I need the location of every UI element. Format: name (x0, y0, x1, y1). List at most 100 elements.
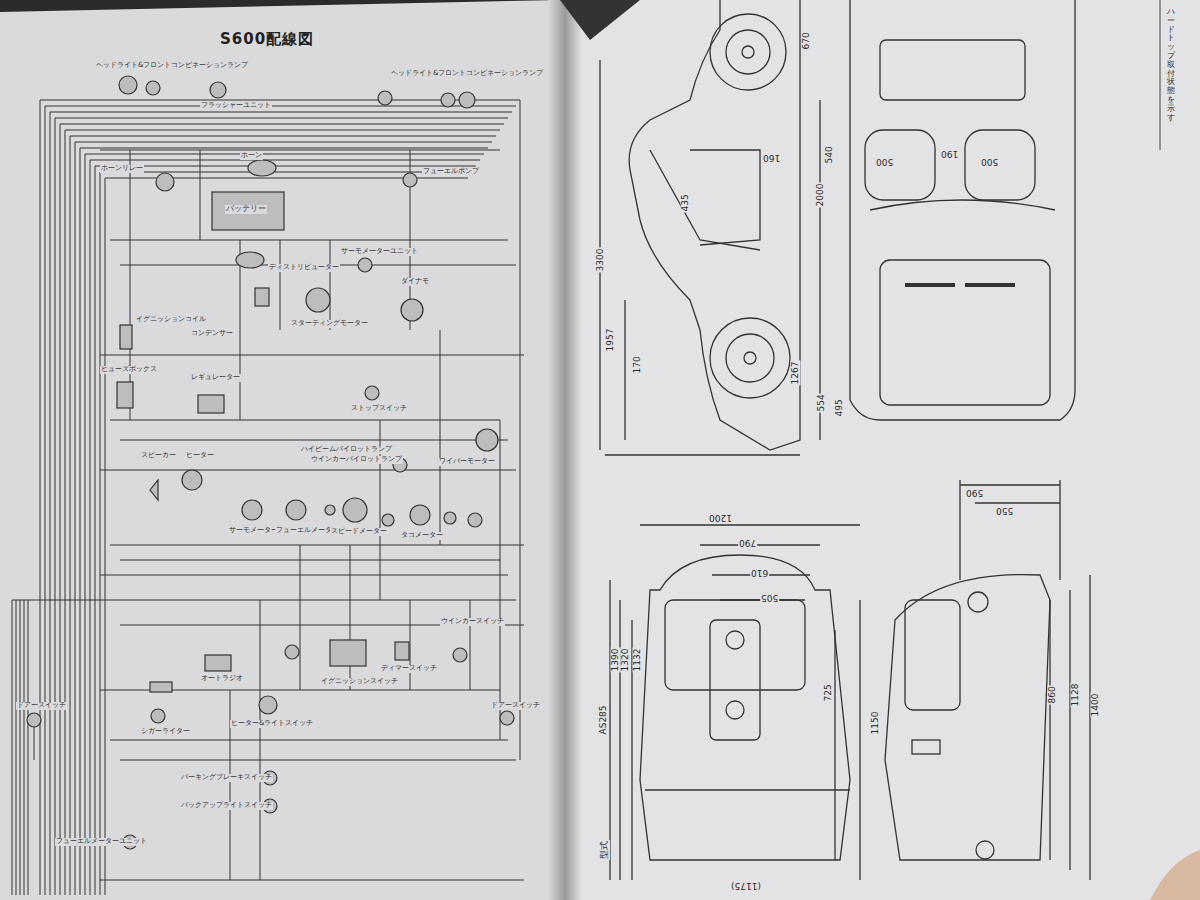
component-label: ホーン (240, 152, 263, 160)
wire (520, 100, 521, 760)
wire (95, 166, 476, 167)
dimension-label: 1957 (606, 327, 616, 352)
component-label: ヒーター (185, 452, 215, 460)
dimension-label: 500 (875, 156, 894, 166)
component-label: ディマースイッチ (380, 665, 438, 673)
wire (110, 420, 500, 421)
wire (60, 124, 61, 895)
wire (500, 420, 501, 740)
dimension-label: 790 (738, 537, 757, 547)
wire (280, 240, 281, 330)
dimension-label: 1390 (611, 647, 621, 672)
dimension-label: 505 (760, 592, 779, 602)
wire (120, 560, 500, 561)
dimension-label: 型式 (600, 840, 610, 860)
wire (85, 154, 484, 155)
wire (80, 148, 81, 895)
car-top-view (850, 0, 1075, 420)
dimension-label: 435 (681, 193, 691, 212)
dimension-label: 1320 (621, 647, 631, 672)
wire (55, 118, 56, 895)
component-label: ウインカースイッチ (440, 618, 505, 626)
wire (130, 150, 131, 420)
dimension-label: 540 (825, 145, 835, 164)
component-label: バックアップライトスイッチ (180, 802, 273, 810)
wire (75, 142, 76, 895)
components (27, 76, 514, 849)
wire (120, 440, 508, 441)
component-label: タコメーター (400, 532, 444, 540)
margin-rule (1160, 0, 1161, 150)
component-label: フューエルメーターユニット (55, 838, 148, 846)
wire (110, 740, 508, 741)
dimension-label: 495 (835, 398, 845, 417)
wire (80, 148, 488, 149)
diagram-title: S600配線図 (218, 30, 316, 49)
wire (70, 136, 496, 137)
right-page (575, 0, 1200, 900)
component-label: サーモメーターユニット (340, 248, 419, 256)
component-label: レギュレーター (190, 374, 241, 382)
component-label: コンデンサー (190, 330, 234, 338)
dimension-label: 590 (965, 487, 984, 497)
wire (100, 355, 524, 356)
dimension-label: 1400 (1091, 692, 1101, 717)
wire (100, 470, 516, 471)
wire (90, 160, 91, 895)
dimension-label: 2000 (816, 182, 826, 207)
component-label: ディストリビューター (268, 264, 340, 272)
component-label: ハイビームパイロットランプ (300, 446, 393, 454)
component-label: シガーライター (140, 728, 191, 736)
wire (24, 600, 25, 895)
component-label: イグニッションスイッチ (320, 678, 399, 686)
component-label: バッテリー (225, 205, 267, 214)
wire (105, 178, 106, 895)
wire (16, 600, 17, 895)
dimension-label: 1132 (633, 647, 643, 672)
wire (60, 124, 504, 125)
wire (50, 112, 51, 895)
wire (28, 600, 29, 895)
component-label: サーモメーター (228, 527, 279, 535)
wiring (12, 100, 524, 895)
dimension-label: 725 (824, 683, 834, 702)
wire (95, 166, 96, 895)
component-label: スピーカー (140, 452, 177, 460)
component-label: ヘッドライト&フロントコンビネーションランプ (390, 70, 544, 78)
wire (260, 600, 261, 880)
wire (410, 600, 411, 690)
wire (470, 600, 471, 690)
wire (110, 240, 508, 241)
component-label: ヘッドライト&フロントコンビネーションランプ (95, 62, 249, 70)
wire (20, 600, 21, 895)
dimension-label: 3300 (596, 247, 606, 272)
component-label: ドアースイッチ (16, 702, 67, 710)
gutter-shadow (548, 0, 582, 900)
component-label: ヒーター&ライトスイッチ (230, 720, 314, 728)
wire (85, 154, 86, 895)
dimension-label: 550 (995, 505, 1014, 515)
dark-corner (560, 0, 640, 40)
dimension-label: 500 (980, 156, 999, 166)
wire (110, 600, 516, 601)
dimension-label: 860 (1048, 685, 1058, 704)
dimension-label: 1200 (708, 512, 733, 522)
car-front-view (610, 525, 860, 880)
wire (65, 130, 500, 131)
wire (55, 118, 508, 119)
wire (34, 727, 35, 760)
wire (230, 690, 231, 880)
wire (100, 150, 500, 151)
wire (110, 545, 524, 546)
wire (12, 600, 13, 895)
note-text: ハードトップ取付状態を示す (1166, 8, 1176, 122)
wire (300, 545, 301, 690)
wire (240, 240, 241, 420)
wire (350, 545, 351, 690)
wire (65, 130, 66, 895)
wire (40, 100, 41, 895)
component-label: スターティングモーター (290, 320, 369, 328)
wire (440, 330, 441, 545)
